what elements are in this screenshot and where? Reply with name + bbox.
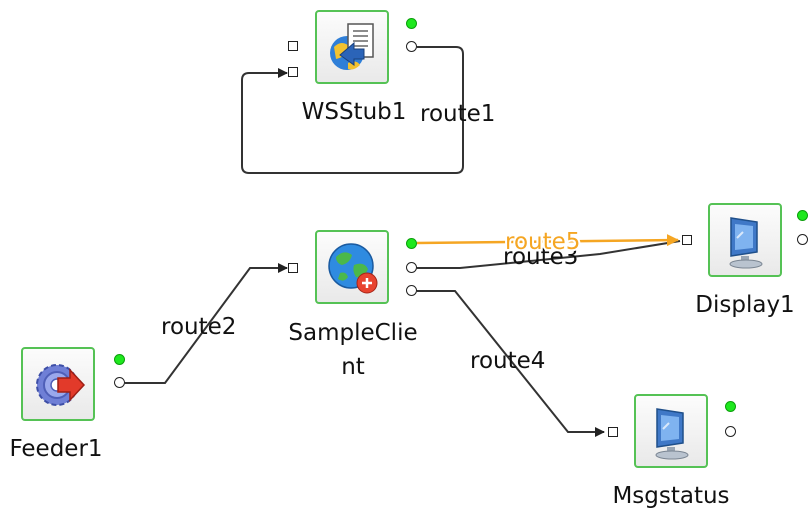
wsstub1-input-port-1[interactable] xyxy=(288,41,298,51)
feeder1-output-port[interactable] xyxy=(114,377,125,388)
wsstub1-output-port[interactable] xyxy=(406,41,417,52)
route3-connection[interactable] xyxy=(417,240,681,269)
sampleclient-box[interactable] xyxy=(315,230,389,304)
msgstatus-input-port[interactable] xyxy=(608,427,618,437)
web-service-stub-icon xyxy=(330,23,374,70)
display1-box[interactable] xyxy=(708,203,782,277)
feeder1-status-indicator xyxy=(114,354,125,365)
display1-status-indicator xyxy=(797,210,808,221)
route4-label: route4 xyxy=(470,348,545,374)
msgstatus-box[interactable] xyxy=(634,394,708,468)
msgstatus-status-indicator xyxy=(725,401,736,412)
monitor-display-icon xyxy=(729,217,763,269)
route1-label: route1 xyxy=(420,101,495,127)
feeder1-box[interactable] xyxy=(21,347,95,421)
sampleclient-input-port[interactable] xyxy=(288,263,298,273)
route2-connection[interactable] xyxy=(125,263,288,384)
sampleclient-output-port-2[interactable] xyxy=(406,285,417,296)
feeder-gear-arrow-icon xyxy=(36,364,86,406)
globe-client-icon xyxy=(328,243,378,294)
display1-input-port[interactable] xyxy=(682,235,692,245)
route2-label: route2 xyxy=(161,314,236,340)
sampleclient-label-line1: SampleClie xyxy=(288,320,418,346)
route5-connection[interactable] xyxy=(416,234,679,247)
wsstub1-box[interactable] xyxy=(315,10,389,84)
route4-connection[interactable] xyxy=(417,290,605,437)
wsstub1-status-indicator xyxy=(406,18,417,29)
sampleclient-output-port-1[interactable] xyxy=(406,262,417,273)
display1-output-port[interactable] xyxy=(797,234,808,245)
sampleclient-status-indicator xyxy=(406,238,417,249)
sampleclient-label-line2: nt xyxy=(341,354,365,380)
monitor-display-icon xyxy=(655,408,689,460)
msgstatus-output-port[interactable] xyxy=(725,426,736,437)
feeder1-label: Feeder1 xyxy=(9,436,103,462)
wsstub1-input-port-2[interactable] xyxy=(288,67,298,77)
wsstub1-label: WSStub1 xyxy=(301,99,407,125)
route3-label: route3 xyxy=(503,244,578,270)
display1-label: Display1 xyxy=(695,292,795,318)
route5-label: route5 xyxy=(505,229,580,255)
route1-connection[interactable] xyxy=(241,46,464,174)
msgstatus-label: Msgstatus xyxy=(612,483,730,509)
